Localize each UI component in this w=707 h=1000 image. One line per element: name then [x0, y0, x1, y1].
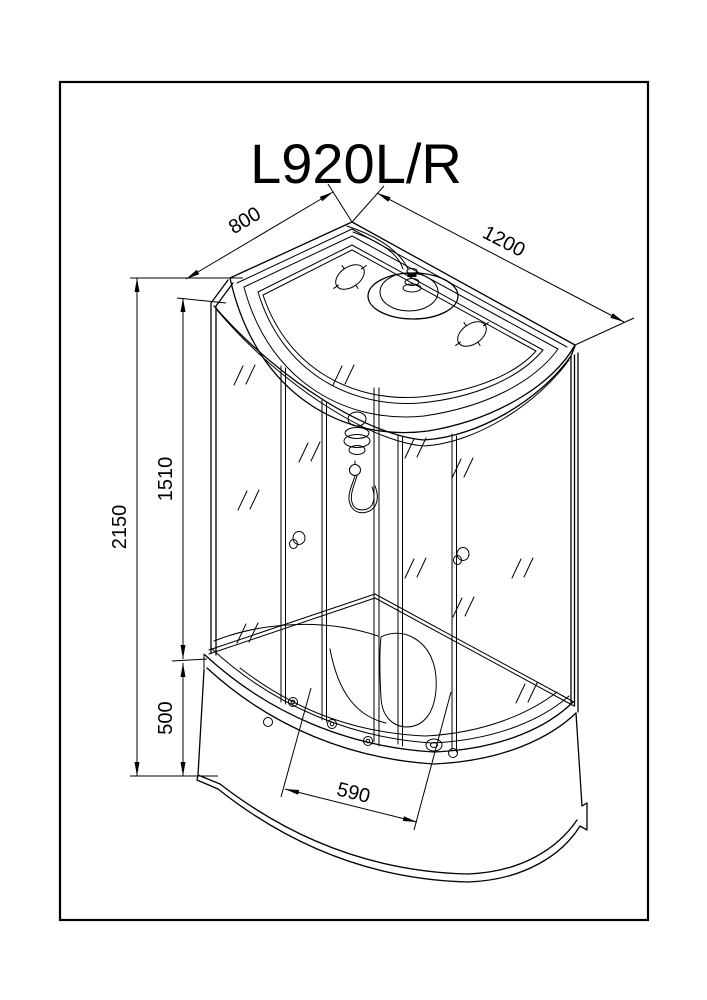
- overhead-shower: [367, 268, 459, 320]
- door-handle-right: [453, 547, 470, 565]
- product-title: L920L/R: [250, 132, 462, 195]
- mixer-knobs: [343, 411, 371, 455]
- tray-skirt: [196, 669, 588, 883]
- left-corner-post: [210, 279, 234, 656]
- dimension-2150: 2150: [109, 278, 140, 776]
- dimension-590: 590: [284, 778, 418, 823]
- door-handle-left: [289, 531, 306, 549]
- front-glass-panels: [208, 279, 579, 753]
- extension-lines: [130, 183, 635, 831]
- dimension-1510: 1510: [155, 298, 186, 659]
- right-corner-post: [570, 345, 579, 713]
- door-roller-left: [263, 717, 273, 727]
- roof-vent-right: [455, 321, 489, 347]
- shower-pipe: [346, 225, 409, 270]
- roof-vent-left: [333, 264, 367, 290]
- dim-label-tray-height: 500: [155, 701, 177, 734]
- dim-label-glass-height: 1510: [155, 457, 177, 502]
- dimension-500: 500: [155, 663, 186, 776]
- drawing-frame: [58, 80, 650, 922]
- door-roller-right: [448, 748, 458, 758]
- back-corner-column: [373, 387, 380, 747]
- dim-label-total-height: 2150: [109, 505, 131, 550]
- glass-hatch-marks: [233, 364, 538, 704]
- hand-shower-hose: [348, 475, 378, 514]
- tray-rim: [203, 647, 577, 765]
- roof: [229, 221, 576, 434]
- tray-seat: [213, 623, 558, 737]
